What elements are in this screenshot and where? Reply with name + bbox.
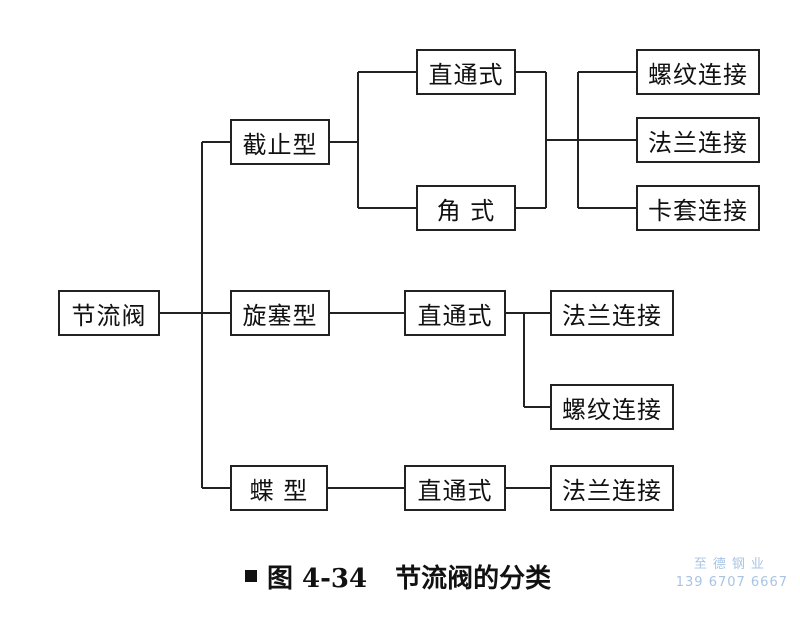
figure-caption: 图 4-34 节流阀的分类 xyxy=(245,556,551,596)
node-root: 节流阀 xyxy=(58,290,160,336)
figure-title: 节流阀的分类 xyxy=(395,563,552,594)
watermark-phone: 139 6707 6667 xyxy=(675,575,788,590)
node-jz-falan: 法兰连接 xyxy=(636,117,760,163)
figure-number: 图 4-34 xyxy=(267,563,368,594)
node-jz-luowen: 螺纹连接 xyxy=(636,49,760,95)
node-xs-zhitong: 直通式 xyxy=(404,290,506,336)
node-d-zhitong: 直通式 xyxy=(404,465,506,511)
node-xuansai: 旋塞型 xyxy=(230,290,330,336)
node-jz-jiao: 角 式 xyxy=(416,185,516,231)
watermark-name: 至德钢业 xyxy=(693,557,770,572)
node-jz-zhitong: 直通式 xyxy=(416,49,516,95)
node-d-falan: 法兰连接 xyxy=(550,465,674,511)
node-jz-katao: 卡套连接 xyxy=(636,185,760,231)
node-xs-falan: 法兰连接 xyxy=(550,290,674,336)
watermark: 至德钢业 139 6707 6667 xyxy=(676,556,788,592)
node-jiezhi: 截止型 xyxy=(230,119,330,165)
node-die: 蝶 型 xyxy=(230,465,328,511)
caption-bullet xyxy=(245,570,257,582)
node-xs-luowen: 螺纹连接 xyxy=(550,384,674,430)
